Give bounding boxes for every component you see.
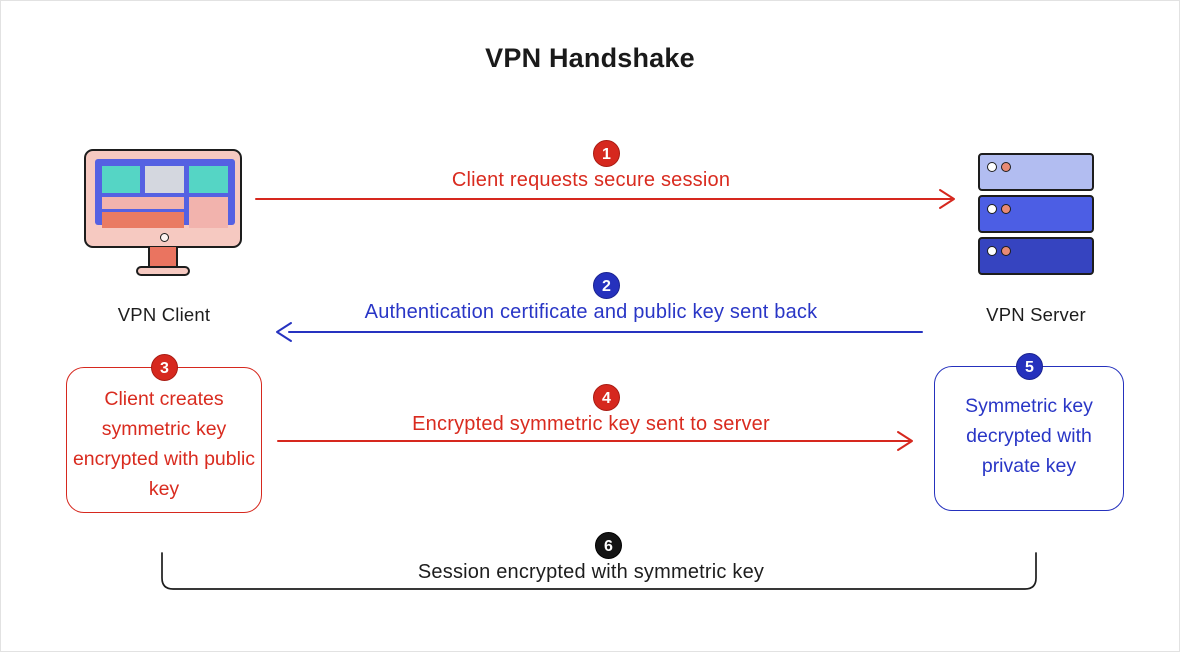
server-unit xyxy=(978,195,1094,233)
server-unit xyxy=(978,237,1094,275)
screen-tile xyxy=(102,197,184,209)
server-unit xyxy=(978,153,1094,191)
step-4-label: Encrypted symmetric key sent to server xyxy=(412,413,770,435)
server-led-icon xyxy=(1001,162,1011,172)
step-3-label: Client creates symmetric key encrypted w… xyxy=(72,388,256,500)
monitor-power-dot xyxy=(160,233,169,242)
server-led-icon xyxy=(987,246,997,256)
server-led-icon xyxy=(987,162,997,172)
step-4-badge: 4 xyxy=(593,384,620,411)
step-5-badge: 5 xyxy=(1016,353,1043,380)
monitor-base xyxy=(136,266,190,276)
step-3-box: Client creates symmetric key encrypted w… xyxy=(66,367,262,513)
desktop-monitor-icon xyxy=(84,149,244,279)
step-3-badge: 3 xyxy=(151,354,178,381)
monitor-screen xyxy=(95,159,235,228)
server-stack-icon xyxy=(978,153,1094,276)
screen-tile xyxy=(189,166,228,193)
monitor-stand xyxy=(148,247,178,268)
step-6-label: Session encrypted with symmetric key xyxy=(417,561,765,583)
screen-tile xyxy=(102,166,140,193)
server-led-icon xyxy=(1001,246,1011,256)
server-led-icon xyxy=(1001,204,1011,214)
step-2-badge: 2 xyxy=(593,272,620,299)
step-5-box: Symmetric key decrypted with private key xyxy=(934,366,1124,511)
server-led-icon xyxy=(987,204,997,214)
step-2-label: Authentication certificate and public ke… xyxy=(364,301,818,323)
screen-tile xyxy=(189,197,228,228)
arrow-step-1 xyxy=(255,189,955,209)
step-1-label: Client requests secure session xyxy=(451,169,731,191)
step-6-badge: 6 xyxy=(595,532,622,559)
client-label: VPN Client xyxy=(117,304,211,325)
page-title: VPN Handshake xyxy=(485,43,695,73)
screen-tile xyxy=(145,166,184,193)
arrow-step-2 xyxy=(276,322,923,342)
step-5-label: Symmetric key decrypted with private key xyxy=(965,395,1093,477)
server-label: VPN Server xyxy=(986,304,1086,325)
step-1-badge: 1 xyxy=(593,140,620,167)
screen-tile xyxy=(102,212,184,228)
monitor-bezel xyxy=(84,149,242,248)
